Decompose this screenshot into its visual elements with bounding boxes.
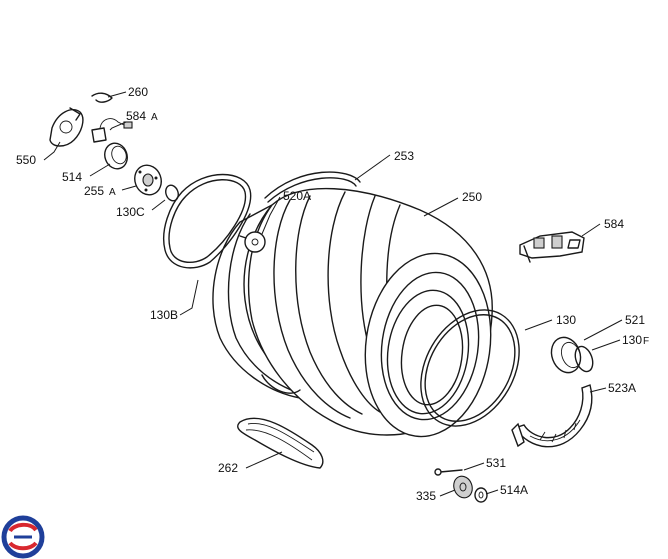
sensor-584[interactable]	[519, 231, 585, 263]
label-260: 260	[128, 85, 148, 99]
roller-support-523A[interactable]	[511, 384, 593, 448]
label-255A: 255	[84, 184, 104, 198]
label-584A-suffix: A	[151, 112, 158, 123]
label-584: 584	[604, 217, 624, 231]
o-ring-130C[interactable]	[164, 183, 181, 202]
label-130B: 130B	[150, 308, 178, 322]
leader-lines	[43, 91, 623, 497]
wheel-335[interactable]	[451, 474, 475, 501]
label-250: 250	[462, 190, 482, 204]
drive-belt-253[interactable]	[264, 171, 361, 203]
label-130F: 130	[622, 333, 642, 347]
label-521: 521	[625, 313, 645, 327]
screw-531[interactable]	[434, 468, 463, 476]
label-335: 335	[416, 489, 436, 503]
bracket-550[interactable]	[49, 107, 84, 147]
drum-250[interactable]	[212, 187, 502, 445]
brand-logo-icon	[1, 515, 45, 559]
front-seal-130[interactable]	[401, 292, 539, 443]
rear-hub-255A[interactable]	[131, 161, 166, 198]
bushing-514A[interactable]	[474, 487, 488, 503]
housing-521[interactable]	[547, 333, 586, 376]
label-130: 130	[556, 313, 576, 327]
label-130C: 130C	[116, 205, 145, 219]
label-550: 550	[16, 153, 36, 167]
label-255A-suffix: A	[109, 187, 116, 198]
part-labels: 260 584 A 550 514 255 A 130C 253 520A 25…	[16, 85, 649, 503]
sensor-584A[interactable]	[91, 118, 133, 143]
label-520A: 520A	[283, 189, 311, 203]
label-262: 262	[218, 461, 238, 475]
bearing-plate-520A[interactable]	[239, 231, 266, 253]
label-253: 253	[394, 149, 414, 163]
label-514: 514	[62, 170, 82, 184]
label-514A: 514A	[500, 483, 528, 497]
o-ring-130F[interactable]	[572, 344, 596, 374]
bearing-514[interactable]	[101, 140, 131, 172]
clip-260[interactable]	[91, 92, 113, 103]
lifter-262[interactable]	[237, 417, 324, 469]
label-130F-suffix: F	[643, 336, 649, 347]
label-584A: 584	[126, 109, 146, 123]
label-531: 531	[486, 456, 506, 470]
label-523A: 523A	[608, 381, 636, 395]
rear-seal-130B[interactable]	[163, 173, 252, 269]
